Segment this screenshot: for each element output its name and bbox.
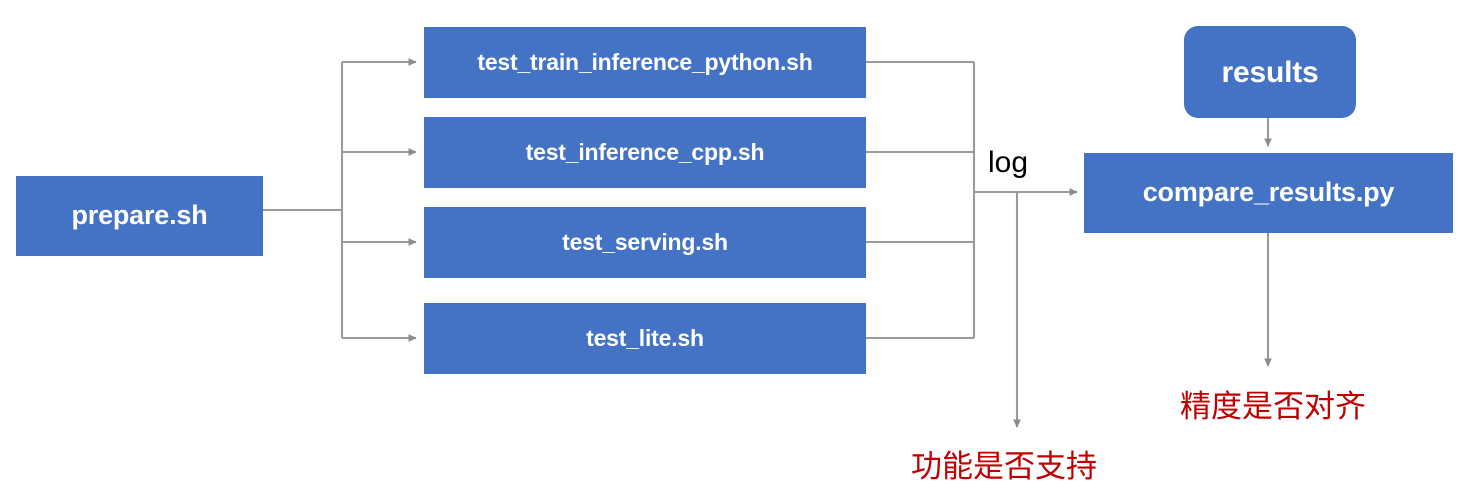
node-compare-results-py[interactable]: compare_results.py	[1084, 153, 1453, 233]
annotation-precision-aligned: 精度是否对齐	[1180, 389, 1366, 425]
node-test-lite-sh-label: test_lite.sh	[586, 324, 704, 351]
node-test-train-inference-python-sh-label: test_train_inference_python.sh	[477, 48, 813, 75]
node-test-inference-cpp-sh-label: test_inference_cpp.sh	[525, 138, 765, 165]
node-test-serving-sh[interactable]: test_serving.sh	[424, 207, 866, 278]
node-prepare-sh-label: prepare.sh	[71, 200, 208, 231]
node-compare-results-py-label: compare_results.py	[1142, 177, 1395, 208]
annotation-function-supported: 功能是否支持	[911, 449, 1097, 485]
node-results[interactable]: results	[1184, 26, 1356, 118]
node-test-train-inference-python-sh[interactable]: test_train_inference_python.sh	[424, 27, 866, 98]
node-results-label: results	[1221, 55, 1319, 89]
node-test-lite-sh[interactable]: test_lite.sh	[424, 303, 866, 374]
node-prepare-sh[interactable]: prepare.sh	[16, 176, 263, 256]
node-test-serving-sh-label: test_serving.sh	[562, 228, 728, 255]
node-test-inference-cpp-sh[interactable]: test_inference_cpp.sh	[424, 117, 866, 188]
edge-label-log: log	[988, 146, 1029, 179]
